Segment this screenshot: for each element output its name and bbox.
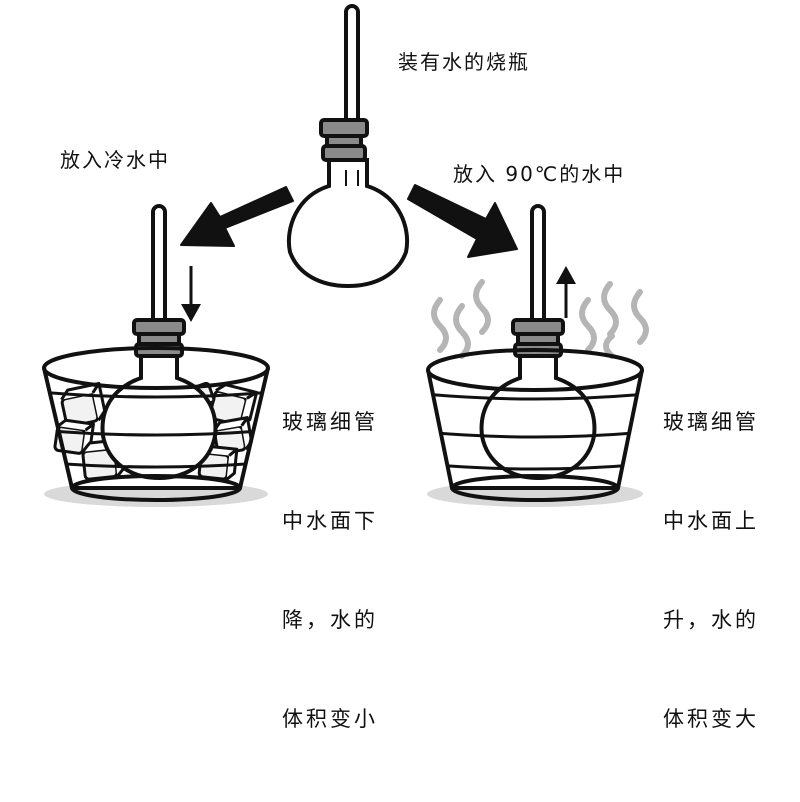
- up-arrow-icon: [556, 266, 576, 318]
- right-description-line: 玻璃细管: [663, 410, 759, 434]
- hot-water-setup: [426, 204, 649, 507]
- right-description-line: 中水面上: [663, 509, 759, 533]
- diagram: 装有水的烧瓶 放入冷水中 放入 90℃的水中 玻璃细管 中水面下 降，水的 体积…: [42, 4, 756, 731]
- left-description-line: 体积变小: [282, 707, 378, 731]
- right-description: 玻璃细管 中水面上 升，水的 体积变大: [663, 340, 759, 802]
- right-description-line: 体积变大: [663, 707, 759, 731]
- diagram-canvas: [42, 4, 649, 507]
- left-description-line: 玻璃细管: [282, 410, 378, 434]
- left-description: 玻璃细管 中水面下 降，水的 体积变小: [282, 340, 378, 802]
- top-flask-label: 装有水的烧瓶: [398, 50, 530, 74]
- arrow-to-cold-water: [180, 186, 294, 247]
- left-description-line: 降，水的: [282, 608, 378, 632]
- top-flask: [287, 4, 409, 289]
- cold-water-setup: [42, 204, 270, 507]
- arrow-to-hot-water: [407, 184, 518, 258]
- right-action-label: 放入 90℃的水中: [453, 162, 626, 186]
- ice-cubes: [53, 381, 259, 481]
- down-arrow-icon: [181, 266, 201, 322]
- left-action-label: 放入冷水中: [60, 148, 170, 172]
- left-description-line: 中水面下: [282, 509, 378, 533]
- right-description-line: 升，水的: [663, 608, 759, 632]
